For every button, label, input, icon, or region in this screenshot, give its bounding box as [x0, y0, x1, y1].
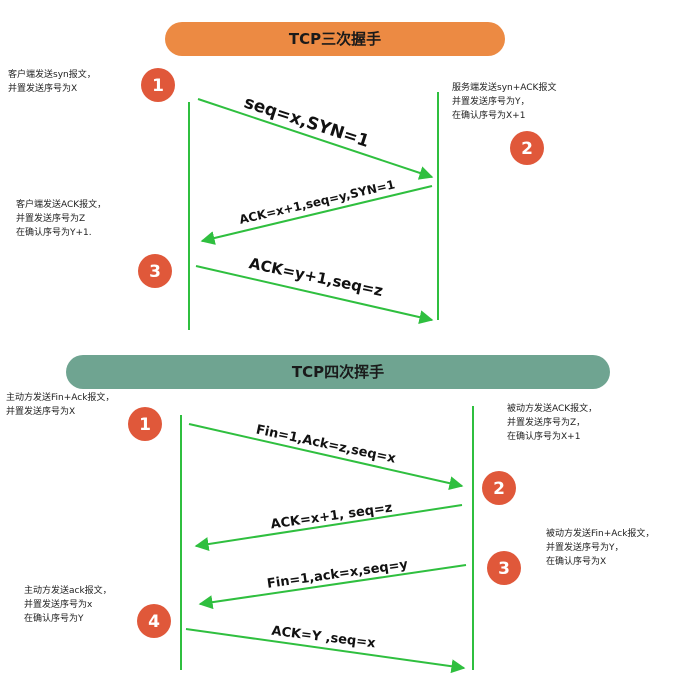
handshake-title: TCP三次握手	[289, 30, 381, 48]
handshake-section: TCP三次握手 seq=x,SYN=1 ACK=x+1,seq=y,SYN=1 …	[8, 22, 556, 330]
client-note-3: 客户端发送ACK报文， 并置发送序号为Z 在确认序号为Y+1.	[16, 198, 106, 238]
active-note-1: 主动方发送Fin+Ack报文， 并置发送序号为X	[6, 391, 114, 417]
ack-2-message: ACK=Y ,seq=x	[271, 624, 377, 652]
svg-text:主动方发送Fin+Ack报文，: 主动方发送Fin+Ack报文，	[6, 391, 114, 403]
client-note-1: 客户端发送syn报文， 并置发送序号为X	[8, 68, 96, 94]
ack-1-arrow	[194, 504, 463, 551]
ack-arrow	[195, 265, 434, 325]
svg-text:服务端发送syn+ACK报文: 服务端发送syn+ACK报文	[452, 81, 556, 93]
svg-text:2: 2	[521, 139, 533, 159]
svg-text:被动方发送Fin+Ack报文，: 被动方发送Fin+Ack报文，	[546, 527, 654, 539]
wave-step-3-badge: 3	[487, 551, 521, 585]
handshake-banner	[165, 22, 505, 56]
ack-2-arrow	[185, 628, 466, 674]
svg-text:在确认序号为Y: 在确认序号为Y	[24, 612, 84, 624]
wave-step-2-badge: 2	[482, 471, 516, 505]
step-1-badge: 1	[141, 68, 175, 102]
syn-ack-message: ACK=x+1,seq=y,SYN=1	[238, 177, 396, 226]
wave-banner	[66, 355, 610, 389]
fin-ack-message: Fin=1,ack=x,seq=y	[266, 557, 409, 592]
fin-arrow	[188, 423, 464, 491]
svg-text:并置发送序号为x: 并置发送序号为x	[24, 598, 93, 610]
svg-text:并置发送序号为Z: 并置发送序号为Z	[16, 212, 85, 224]
fin-ack-arrow	[198, 564, 467, 610]
svg-text:在确认序号为X+1: 在确认序号为X+1	[507, 430, 580, 442]
svg-text:并置发送序号为X: 并置发送序号为X	[8, 82, 77, 94]
active-note-4: 主动方发送ack报文， 并置发送序号为x 在确认序号为Y	[24, 584, 112, 624]
wave-step-4-badge: 4	[137, 604, 171, 638]
step-2-badge: 2	[510, 131, 544, 165]
passive-note-2: 被动方发送ACK报文， 并置发送序号为Z， 在确认序号为X+1	[507, 402, 597, 442]
svg-text:在确认序号为Y+1.: 在确认序号为Y+1.	[16, 226, 92, 238]
svg-text:被动方发送ACK报文，: 被动方发送ACK报文，	[507, 402, 597, 414]
server-note-2: 服务端发送syn+ACK报文 并置发送序号为Y， 在确认序号为X+1	[452, 81, 556, 121]
svg-text:在确认序号为X: 在确认序号为X	[546, 555, 606, 567]
svg-text:3: 3	[498, 559, 510, 579]
passive-note-3: 被动方发送Fin+Ack报文， 并置发送序号为Y， 在确认序号为X	[546, 527, 654, 567]
syn-ack-arrow	[200, 185, 433, 245]
svg-text:4: 4	[148, 612, 160, 632]
syn-arrow	[197, 98, 434, 180]
wave-step-1-badge: 1	[128, 407, 162, 441]
svg-text:3: 3	[149, 262, 161, 282]
step-3-badge: 3	[138, 254, 172, 288]
svg-text:在确认序号为X+1: 在确认序号为X+1	[452, 109, 525, 121]
svg-text:1: 1	[152, 76, 164, 96]
svg-text:并置发送序号为Z，: 并置发送序号为Z，	[507, 416, 585, 428]
syn-message: seq=x,SYN=1	[241, 93, 371, 152]
svg-text:客户端发送ACK报文，: 客户端发送ACK报文，	[16, 198, 106, 210]
svg-text:并置发送序号为X: 并置发送序号为X	[6, 405, 75, 417]
svg-text:客户端发送syn报文，: 客户端发送syn报文，	[8, 68, 96, 80]
svg-text:1: 1	[139, 415, 151, 435]
svg-text:并置发送序号为Y，: 并置发送序号为Y，	[452, 95, 530, 107]
wave-title: TCP四次挥手	[292, 363, 384, 381]
wave-section: TCP四次挥手 Fin=1,Ack=z,seq=x ACK=x+1, seq=z…	[6, 355, 654, 674]
svg-text:2: 2	[493, 479, 505, 499]
svg-text:并置发送序号为Y，: 并置发送序号为Y，	[546, 541, 624, 553]
svg-text:主动方发送ack报文，: 主动方发送ack报文，	[24, 584, 112, 596]
ack-1-message: ACK=x+1, seq=z	[270, 501, 394, 533]
